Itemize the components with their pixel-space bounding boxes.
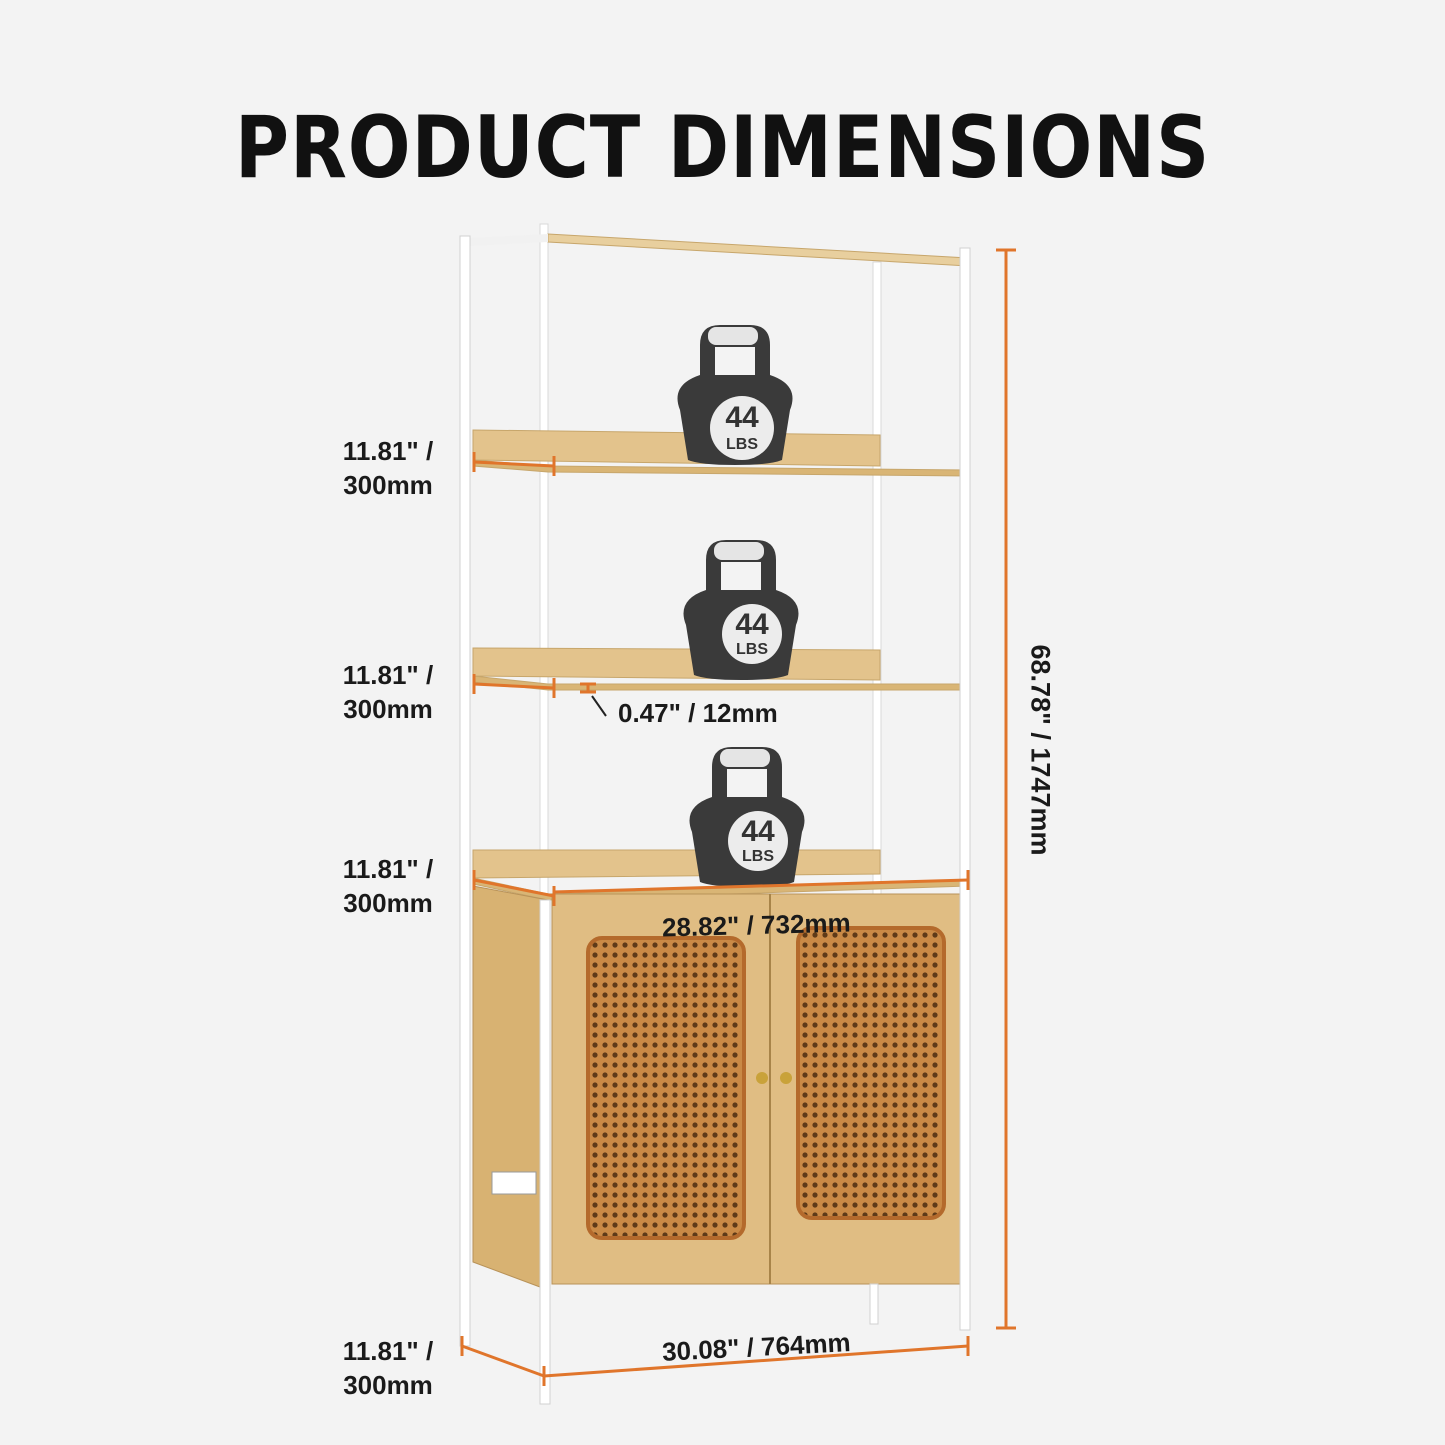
front-left-post [459,235,471,1347]
right-door-rattan [796,926,946,1220]
product-label [491,1171,537,1195]
kettlebell-top: 44 LBS [677,325,793,465]
cabinet-backboard [472,849,881,879]
shelf-3-back [472,647,881,681]
svg-text:44: 44 [735,608,769,641]
kettlebell-bottom: 44 LBS [689,747,805,887]
page-title: PRODUCT DIMENSIONS [234,98,1211,198]
shelf-depth-label-2: 11.81" /300mm [342,660,434,724]
top-shelf-side [470,234,548,246]
shelf-depth-label-1: 11.81" /300mm [342,436,434,500]
dimension-lines [460,248,1016,1386]
top-shelf [547,233,969,267]
front-right-post [959,247,971,1331]
height-label: 68.78" / 1747mm [1025,644,1056,856]
svg-text:44: 44 [725,401,759,434]
left-door-knob [756,1072,768,1084]
left-door-rattan [586,936,746,1240]
right-door-knob [780,1072,792,1084]
svg-text:LBS: LBS [726,436,758,453]
shelf-depth-label-3: 11.81" /300mm [342,854,434,918]
kettlebell-middle: 44 LBS [683,540,799,680]
shelf-thickness-label: 0.47" / 12mm [618,698,778,728]
svg-text:LBS: LBS [742,848,774,865]
svg-text:LBS: LBS [736,641,768,658]
back-right-post [872,261,882,991]
shelf-2-back [472,429,881,467]
svg-text:44: 44 [741,815,775,848]
base-depth-label: 11.81" /300mm [342,1336,434,1400]
cabinet-side [472,885,549,1291]
front-center-post [539,899,551,1405]
inner-width-label: 28.82" / 732mm [661,907,852,943]
